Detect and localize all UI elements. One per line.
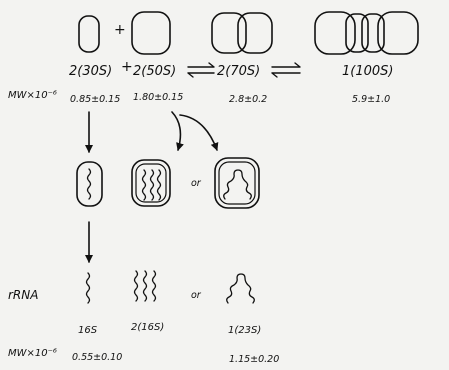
mw-value-16s: 0.55±0.10 xyxy=(72,352,123,363)
rrna-16s-strand xyxy=(85,272,91,304)
mw-value-50s: 1.80±0.15 xyxy=(133,92,184,103)
arrow-50s-right xyxy=(179,114,219,151)
particle-100s xyxy=(314,11,419,55)
or-label-subunits: or xyxy=(191,178,201,189)
mw-value-30s: 0.85±0.15 xyxy=(70,94,121,105)
arrow-50s-left xyxy=(171,111,184,151)
mw-label-bottom: MW×10⁻⁶ xyxy=(8,348,57,359)
equilibrium-arrow-2 xyxy=(271,62,301,78)
plus-sign-particles: + xyxy=(114,22,126,38)
label-2x70s: 2(70S) xyxy=(217,64,261,79)
or-label-rrna: or xyxy=(191,290,201,301)
mw-value-70s: 2.8±0.2 xyxy=(229,94,268,105)
mw-label-top: MW×10⁻⁶ xyxy=(8,90,57,101)
particle-70s xyxy=(211,12,273,54)
equilibrium-arrow-1 xyxy=(187,62,215,78)
subunit-50s-with-folded-rna xyxy=(214,157,260,209)
plus-sign-labels: + xyxy=(121,59,133,75)
subunit-30s-with-rna xyxy=(76,161,103,207)
label-1x100s: 1(100S) xyxy=(342,64,394,79)
mw-value-23s: 1.15±0.20 xyxy=(229,354,280,365)
label-2x30s: 2(30S) xyxy=(69,64,113,79)
particle-50s xyxy=(131,11,171,55)
rrna-label-16s: 16S xyxy=(78,325,98,336)
particle-30s xyxy=(78,15,100,53)
rrna-label-2x16s: 2(16S) xyxy=(131,322,165,333)
mw-value-100s: 5.9±1.0 xyxy=(352,94,391,105)
label-2x50s: 2(50S) xyxy=(133,64,177,79)
rrna-label: rRNA xyxy=(8,288,39,302)
subunit-50s-with-two-rna xyxy=(131,159,171,207)
rrna-label-1x23s: 1(23S) xyxy=(228,325,262,336)
rrna-23s-folded xyxy=(226,273,255,304)
rrna-2x16s-strands xyxy=(133,270,157,302)
